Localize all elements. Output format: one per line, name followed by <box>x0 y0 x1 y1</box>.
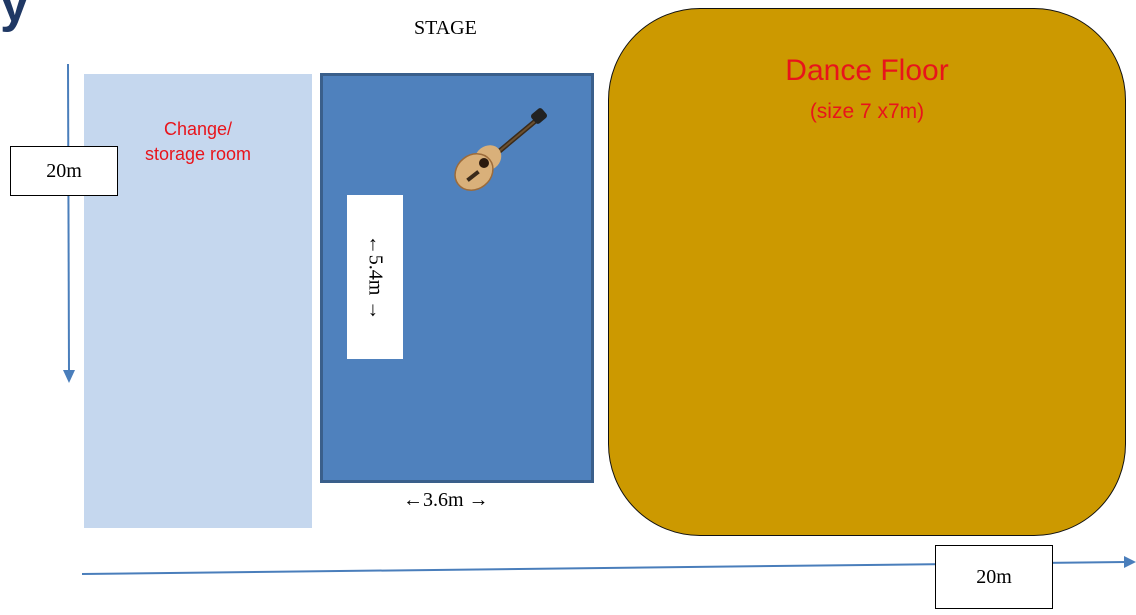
dance-floor-title: Dance Floor <box>785 54 949 87</box>
change-storage-room <box>84 74 312 528</box>
change-room-label-line2: storage room <box>144 144 252 165</box>
horizontal-arrowhead-icon <box>1124 556 1136 568</box>
change-room-label: Change/ storage room <box>84 117 312 167</box>
vertical-dimension-label: 20m <box>10 146 118 196</box>
page-title-fragment: y <box>0 0 29 33</box>
vertical-arrowhead-icon <box>63 370 75 383</box>
stage-title: STAGE <box>414 17 477 39</box>
dance-floor-size: (size 7 x7m) <box>809 100 925 123</box>
guitar-icon <box>454 108 547 191</box>
change-room-label-line1: Change/ <box>163 119 233 139</box>
vertical-dimension-arrow <box>67 63 70 373</box>
dance-floor <box>608 8 1126 536</box>
stage-width-label: ←3.6m → <box>403 489 489 511</box>
horizontal-dimension-label: 20m <box>935 545 1053 609</box>
stage-height-box <box>347 195 403 359</box>
